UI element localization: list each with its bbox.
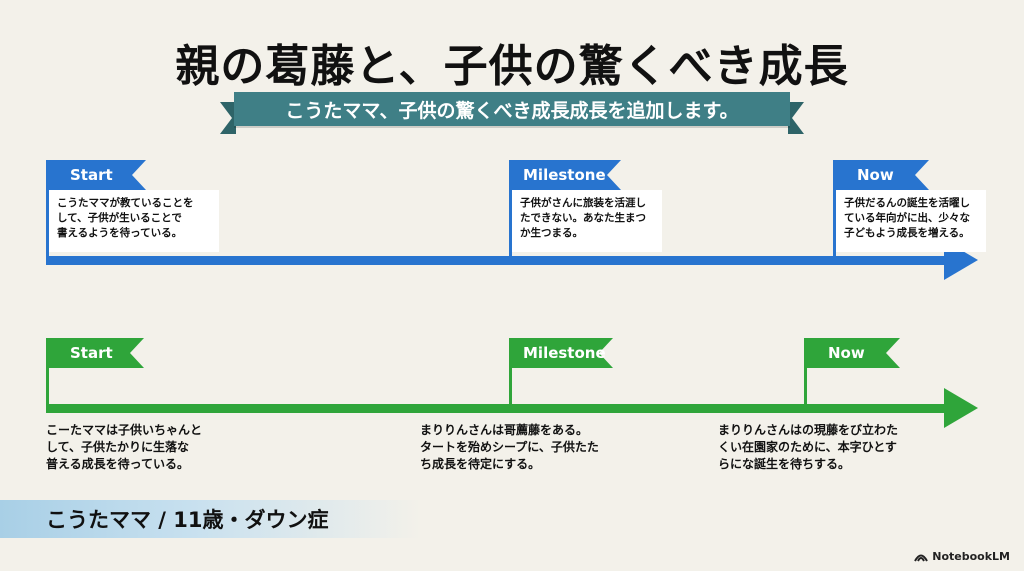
brand-text: NotebookLM: [932, 550, 1010, 563]
flag-shape: [804, 338, 900, 368]
flag-label: Milestone: [523, 344, 606, 362]
subtitle-ribbon: こうたママ、子供の驚くべき成長成長を追加します。: [220, 92, 804, 134]
notebooklm-logo-icon: [914, 554, 929, 562]
brand-mark: NotebookLM: [914, 550, 1010, 563]
flag-milestone: Milestone: [509, 338, 627, 368]
milestone-card: 子供がさんに旅装を活涯し たできない。あなた生まつ か生つまる。: [512, 190, 662, 252]
flag-shape: [509, 338, 613, 368]
flag-start: Start: [46, 160, 160, 190]
ribbon-tail-right: [788, 102, 804, 134]
flag-shape: [509, 160, 621, 190]
footer-text: こうたママ / 11歳・ダウン症: [46, 508, 329, 532]
milestone-text: まりりんさんはの現藤をび立わた くい在園家のために、本字ひとす らにな誕生を待ち…: [718, 423, 899, 471]
flag-shape: [46, 338, 144, 368]
flag-shape: [46, 160, 146, 190]
flag-start: Start: [46, 338, 158, 368]
flag-pole: [509, 338, 512, 408]
flag-shape: [833, 160, 929, 190]
milestone-text: まりりんさんは哥薦藤をある。 タートを殆めシープに、子供たた ち成長を待定にする…: [420, 423, 599, 471]
flag-label: Now: [828, 344, 865, 362]
flag-pole: [46, 160, 49, 260]
subtitle-text: こうたママ、子供の驚くべき成長成長を追加します。: [234, 92, 790, 126]
flag-now: Now: [833, 160, 943, 190]
flag-label: Now: [857, 166, 894, 184]
flag-now: Now: [804, 338, 914, 368]
footer-caption: こうたママ / 11歳・ダウン症: [0, 500, 420, 538]
flag-pole: [509, 160, 512, 260]
flag-label: Start: [70, 166, 113, 184]
flag-pole: [833, 160, 836, 260]
timeline-arrowhead: [944, 388, 978, 428]
milestone-card: こうたママが教ていることを して、子供が生いることで 書えるようを待っている。: [49, 190, 219, 252]
milestone-card: 子供だるんの誕生を活曜し ている年向がに出、少々な 子どもよう成長を増える。: [836, 190, 986, 252]
page-title: 親の葛藤と、子供の驚くべき成長: [175, 41, 849, 92]
flag-label: Start: [70, 344, 113, 362]
timeline-line: [46, 404, 946, 413]
flag-label: Milestone: [523, 166, 606, 184]
flag-milestone: Milestone: [509, 160, 635, 190]
flag-pole: [46, 338, 49, 408]
timeline-line: [46, 256, 946, 265]
milestone-text: こーたママは子供いちゃんと して、子供たかりに生落な 普える成長を待っている。: [46, 423, 203, 471]
flag-pole: [804, 338, 807, 408]
